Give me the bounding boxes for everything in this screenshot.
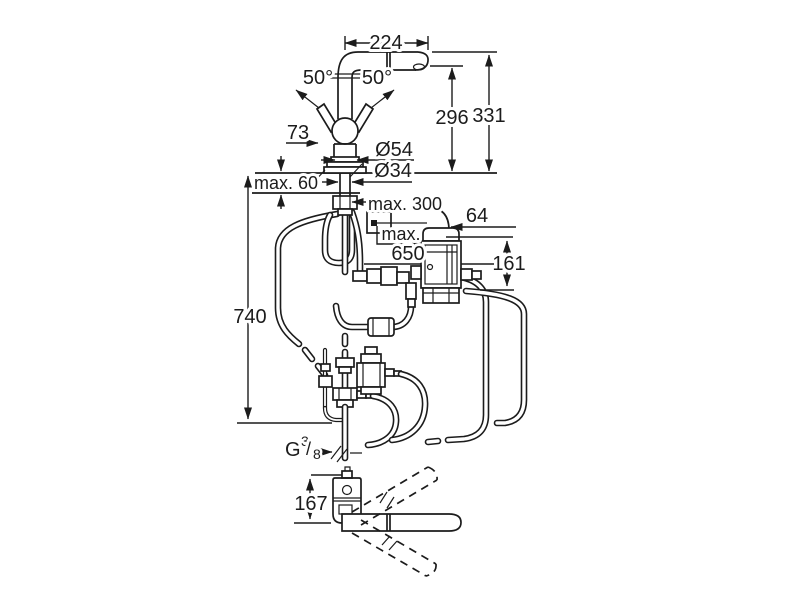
label-hose-length-value: 650 [391,243,424,265]
thread-slash: / [306,439,311,459]
label-supply-height: 740 [233,306,266,328]
label-plan-depth: 167 [294,493,327,515]
label-swivel-left: 50° [303,67,333,89]
thread-numerator: 3 [301,433,309,449]
socket-dot [371,220,377,226]
power-socket-box [366,211,427,248]
control-unit [410,227,482,304]
dimension-lines-left [237,175,333,456]
pullout-hose-loop [274,210,341,379]
label-outlet-height: 296 [435,107,468,129]
label-deck-thickness: max. 60 [254,173,318,193]
diameter-leaders [312,156,414,186]
mounting-bracket-corner [351,198,450,231]
faucet-plan-view [294,466,462,577]
inline-filter-lines [372,318,390,336]
valve-hose-outer [390,372,427,442]
label-total-height: 331 [472,105,505,127]
plan-spout-swivel-down [351,519,437,577]
supply-valve-cluster [318,332,429,463]
control-unit-base [422,287,460,304]
label-shank-diameter: Ø34 [374,160,412,182]
control-unit-right-port [460,268,473,281]
hose-u-bend [321,211,356,267]
label-thread-size: G 3 / 8 [282,431,324,465]
dimension-lines-top [344,36,497,172]
label-swivel-right: 50° [362,67,392,89]
plan-body [332,466,362,524]
label-socket-distance: max. 300 [368,194,442,214]
hose-center [341,208,364,276]
dimension-labels: 224 50° 50° 73 Ø54 Ø34 max. 60 max. 300 … [230,29,528,518]
mounting-shank [332,173,358,216]
ball-joint [331,117,359,145]
riser-pipe [324,73,366,119]
spray-outlet [412,63,426,71]
check-valve-connector-assembly [352,266,417,308]
label-lever-offset: 73 [287,122,309,144]
plan-spout [341,513,462,532]
label-hose-length-word: max. [381,224,420,244]
label-body-diameter: Ø54 [375,139,413,161]
solenoid-valve [356,346,402,395]
countertop [252,172,497,194]
dimension-lines-unit [446,223,516,291]
thread-denominator: 8 [313,446,321,462]
faucet-front-view [295,51,429,216]
valve-hose-inner [366,394,398,447]
sensor-cable [318,347,347,423]
control-unit-left-port [410,265,422,280]
inline-filter [367,317,395,337]
control-unit-body [420,240,462,289]
spout [337,51,429,79]
faucet-body [323,143,367,174]
label-unit-depth: 64 [466,205,488,227]
thread-letter: G [285,439,301,461]
plan-spout-swivel-up [351,466,438,526]
hose-right-long [424,273,528,446]
control-unit-cap [422,227,460,242]
label-spout-reach: 224 [369,32,402,54]
label-unit-height: 161 [492,253,525,275]
